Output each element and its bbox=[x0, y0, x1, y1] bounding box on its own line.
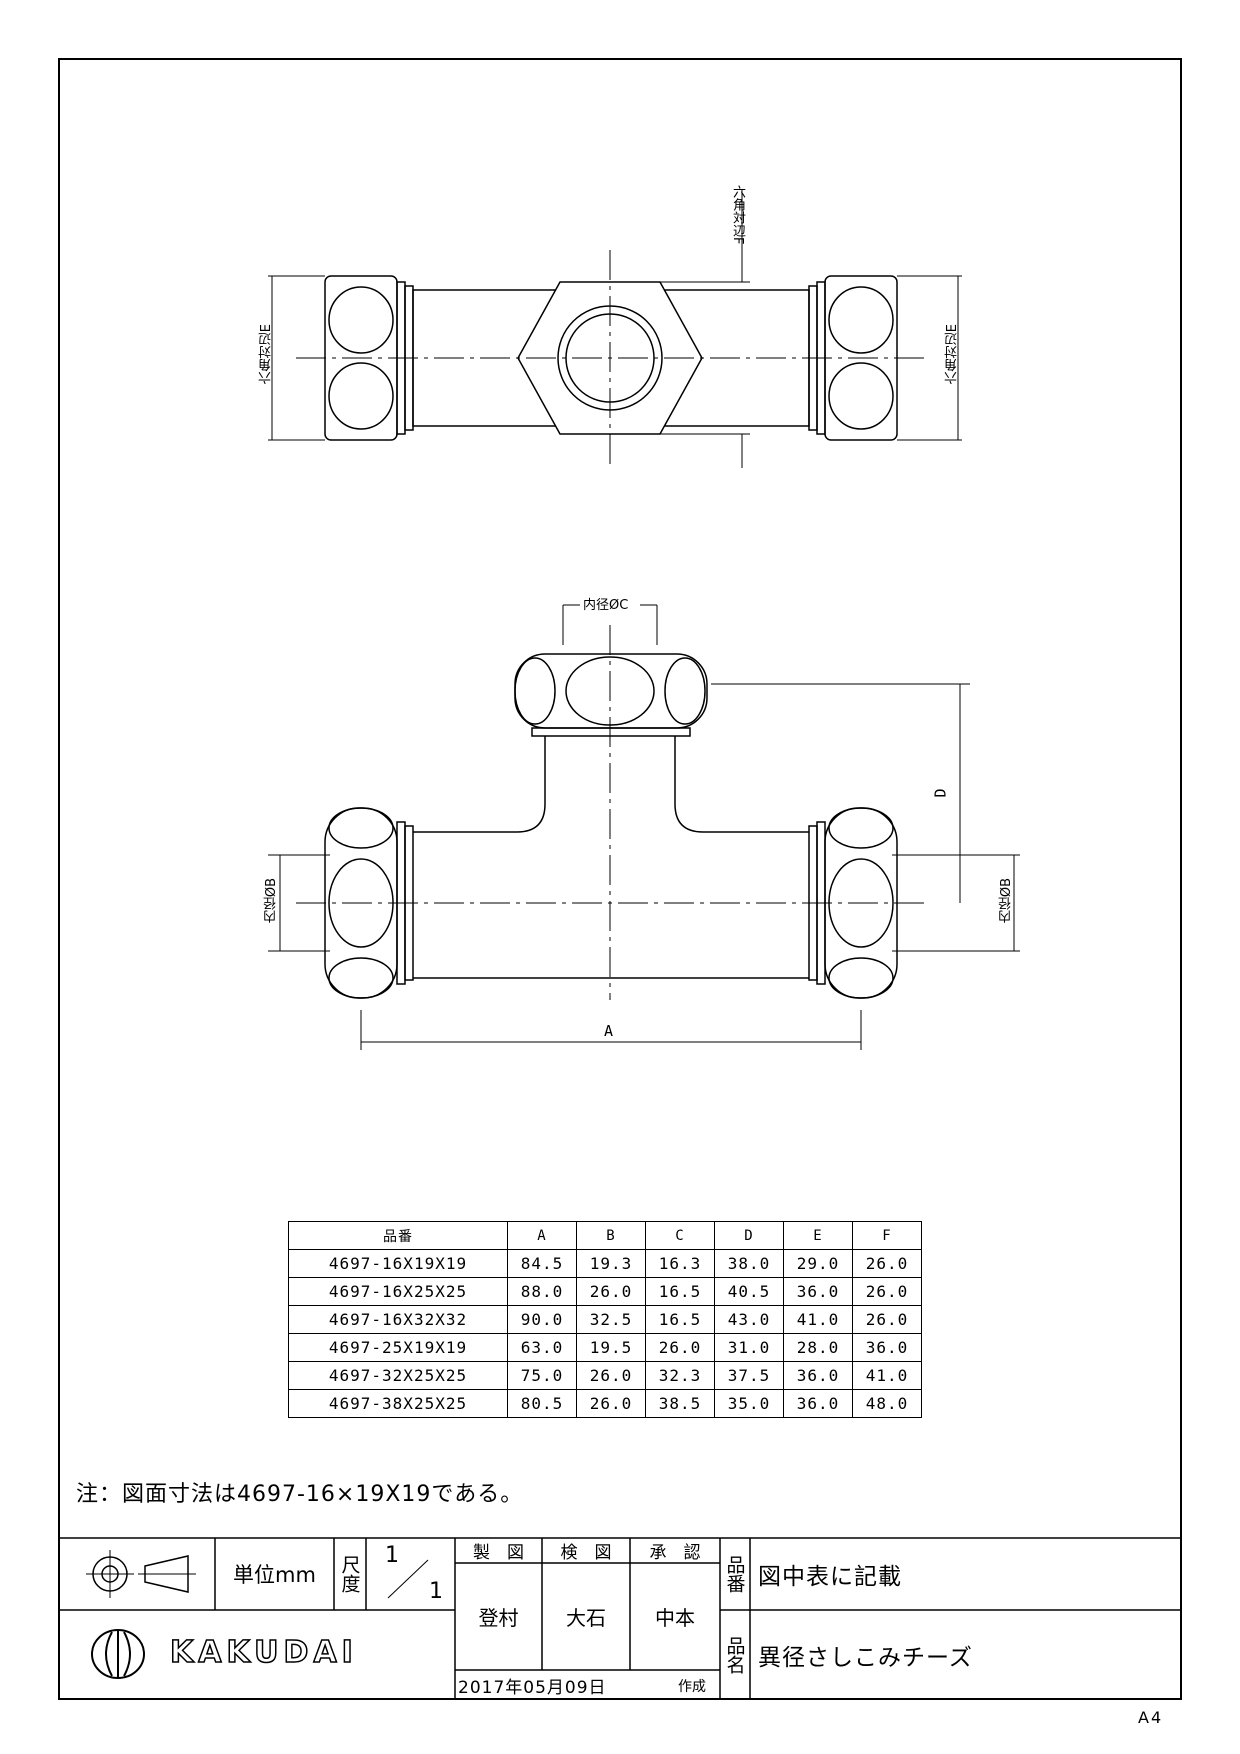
header-c: C bbox=[645, 1221, 715, 1250]
part-name-label: 品名 bbox=[723, 1636, 746, 1674]
approve-label: 承 認 bbox=[649, 1543, 701, 1563]
part-no-value: 図中表に記載 bbox=[758, 1564, 902, 1590]
unit-label: 単位mm bbox=[233, 1563, 316, 1587]
top-right-nut-face-2 bbox=[828, 362, 894, 430]
label-dim-d: D bbox=[931, 788, 950, 798]
header-a: A bbox=[507, 1221, 577, 1250]
title-block-lines bbox=[58, 1537, 1182, 1700]
checked-by: 大石 bbox=[566, 1606, 606, 1630]
brand-wordmark: KAKUDAI bbox=[169, 1634, 358, 1671]
check-label: 検 図 bbox=[560, 1543, 612, 1563]
drawing-note: 注：図面寸法は4697-16×19X19である。 bbox=[76, 1482, 524, 1507]
header-e: E bbox=[783, 1221, 853, 1250]
top-view bbox=[268, 190, 962, 468]
scale-denominator: 1 bbox=[429, 1578, 443, 1604]
top-left-nut-face-1 bbox=[328, 286, 394, 354]
header-part-no: 品番 bbox=[288, 1221, 508, 1250]
created-label: 作成 bbox=[678, 1679, 706, 1695]
header-f: F bbox=[852, 1221, 922, 1250]
label-hex-e-left: 六角対辺E bbox=[259, 324, 274, 385]
drawing-frame bbox=[58, 58, 1182, 1700]
label-inner-c: 内径ØC bbox=[583, 598, 629, 613]
front-view bbox=[268, 604, 1020, 1050]
approved-by: 中本 bbox=[655, 1606, 695, 1630]
third-angle-projection-symbol bbox=[86, 1550, 196, 1598]
made-by: 登村 bbox=[478, 1606, 519, 1630]
label-inner-b-right: 内径ØB bbox=[999, 878, 1014, 924]
scale-numerator: 1 bbox=[385, 1542, 399, 1568]
front-top-nut bbox=[514, 653, 708, 729]
top-right-nut-face-1 bbox=[828, 286, 894, 354]
label-hex-e-right: 六角対辺E bbox=[945, 324, 960, 385]
front-top-nut-face-left bbox=[514, 657, 556, 725]
header-d: D bbox=[714, 1221, 784, 1250]
scale-label: 尺度 bbox=[338, 1555, 361, 1593]
label-inner-b-left: 内径ØB bbox=[264, 878, 279, 924]
header-b: B bbox=[576, 1221, 646, 1250]
drawing-date: 2017年05月09日 bbox=[458, 1677, 607, 1698]
title-block: 単位mm 尺度 1 1 製 図 検 図 承 認 登村 大石 中本 品番 図中表に… bbox=[58, 1538, 1182, 1700]
part-name-value: 異径さしこみチーズ bbox=[758, 1645, 973, 1671]
label-hex-f: 六角対辺F bbox=[730, 185, 745, 245]
sheet-size: A4 bbox=[1138, 1708, 1164, 1727]
part-no-label: 品番 bbox=[723, 1555, 746, 1593]
kakudai-logo-mark bbox=[91, 1629, 145, 1679]
front-tee-branch bbox=[413, 736, 809, 833]
table-header-row: 品番 A B C D E F bbox=[288, 1221, 922, 1250]
front-top-nut-face-right bbox=[664, 657, 706, 725]
made-label: 製 図 bbox=[473, 1543, 524, 1563]
top-left-nut-face-2 bbox=[328, 362, 394, 430]
front-top-ring bbox=[531, 727, 691, 737]
label-dim-a: A bbox=[604, 1022, 614, 1040]
